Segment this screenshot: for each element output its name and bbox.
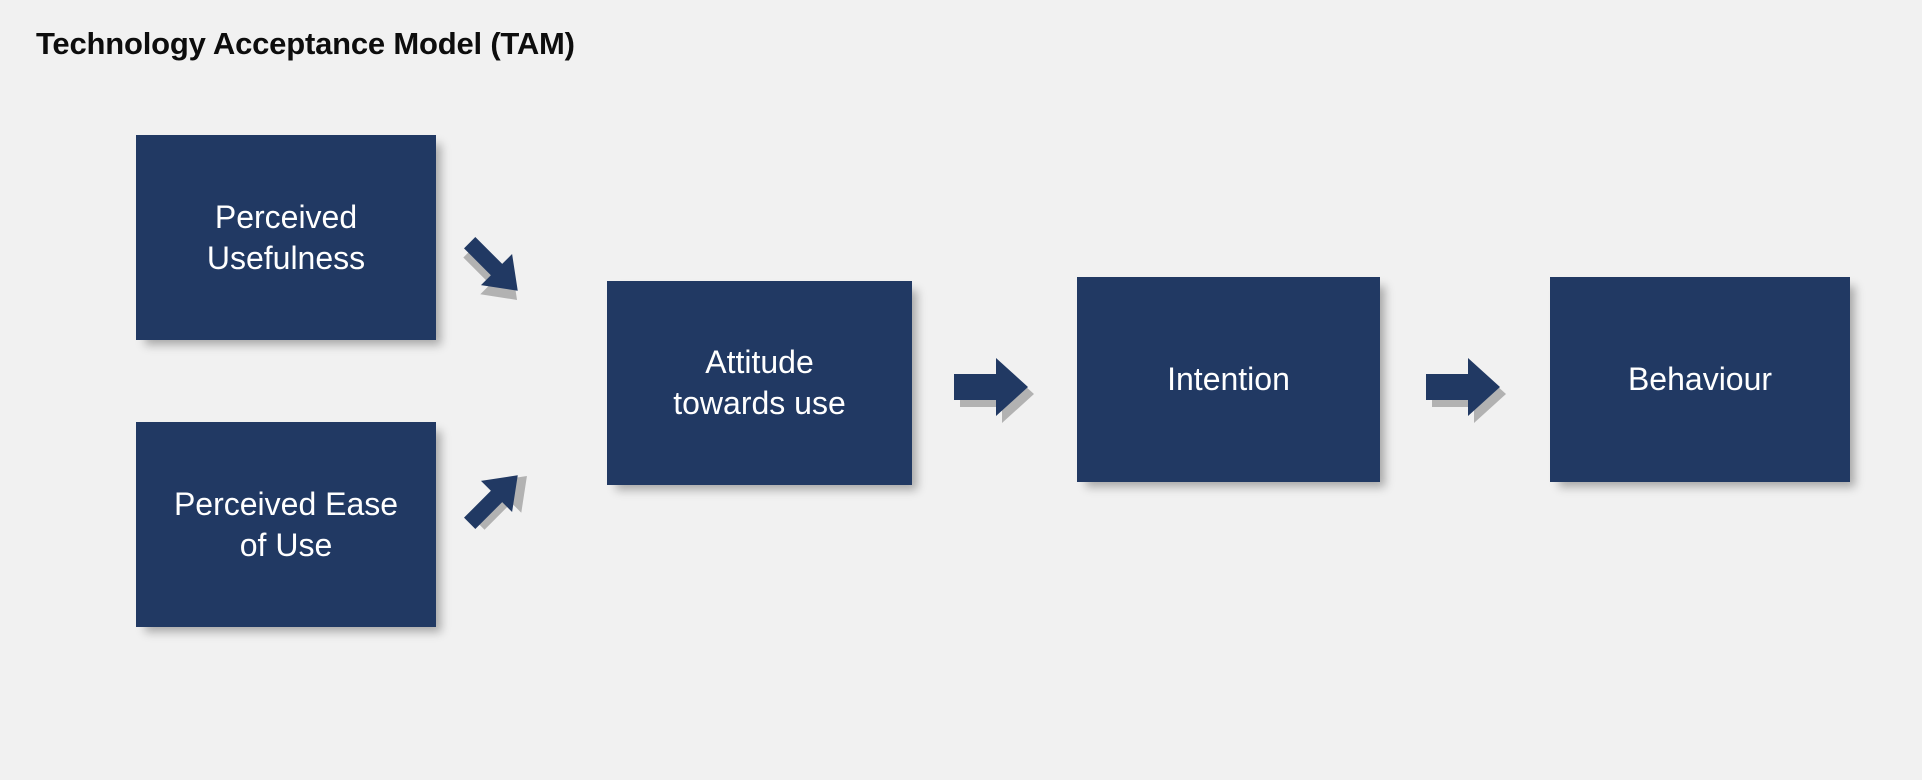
node-label: Behaviour bbox=[1627, 361, 1773, 398]
arrow-right-icon bbox=[1424, 356, 1506, 423]
node-intention[interactable]: Intention bbox=[1077, 277, 1380, 482]
node-perceived-ease-of-use[interactable]: Perceived Ease of Use bbox=[136, 422, 436, 627]
node-label: Intention bbox=[1167, 361, 1290, 398]
node-attitude-towards-use[interactable]: Attitude towards use bbox=[607, 281, 912, 485]
arrow-right-icon bbox=[952, 356, 1034, 423]
node-perceived-usefulness[interactable]: Perceived Usefulness bbox=[136, 135, 436, 340]
arrow-up-right-icon bbox=[455, 462, 531, 538]
node-behaviour[interactable]: Behaviour bbox=[1550, 277, 1850, 482]
page-title: Technology Acceptance Model (TAM) bbox=[36, 26, 575, 61]
node-label: Attitude towards use bbox=[673, 344, 846, 421]
node-label: Perceived Ease of Use bbox=[173, 485, 399, 563]
node-label: Perceived Usefulness bbox=[206, 198, 366, 276]
arrow-down-right-icon bbox=[455, 228, 531, 304]
